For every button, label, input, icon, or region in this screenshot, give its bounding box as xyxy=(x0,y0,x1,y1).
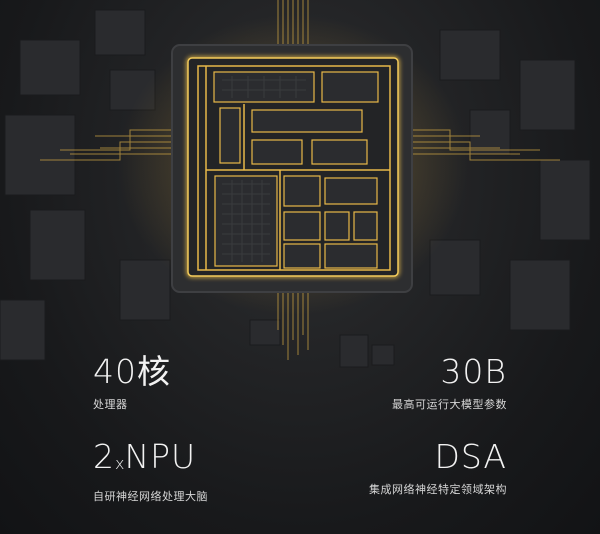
dsa-stat: DSA 集成网络神经特定领域架构 xyxy=(369,439,507,497)
background-blocks xyxy=(0,9,591,368)
npu-count: 2 xyxy=(93,437,115,476)
cores-stat: 40核 处理器 xyxy=(93,354,171,412)
npu-value: 2xNPU xyxy=(93,439,208,482)
cores-value: 40核 xyxy=(93,352,171,391)
params-stat: 30B 最高可运行大模型参数 xyxy=(392,354,507,412)
params-label: 最高可运行大模型参数 xyxy=(392,398,507,411)
params-value: 30B xyxy=(440,352,507,391)
dsa-value: DSA xyxy=(434,437,507,476)
npu-stat: 2xNPU 自研神经网络处理大脑 xyxy=(93,439,208,504)
die-grid xyxy=(222,76,306,262)
npu-multiplier: x xyxy=(115,454,125,473)
circuit-traces xyxy=(40,0,560,360)
npu-name: NPU xyxy=(124,437,197,476)
die-bus xyxy=(197,65,391,271)
cores-label: 处理器 xyxy=(93,398,128,411)
dsa-label: 集成网络神经特定领域架构 xyxy=(369,483,507,496)
npu-label: 自研神经网络处理大脑 xyxy=(93,490,208,503)
